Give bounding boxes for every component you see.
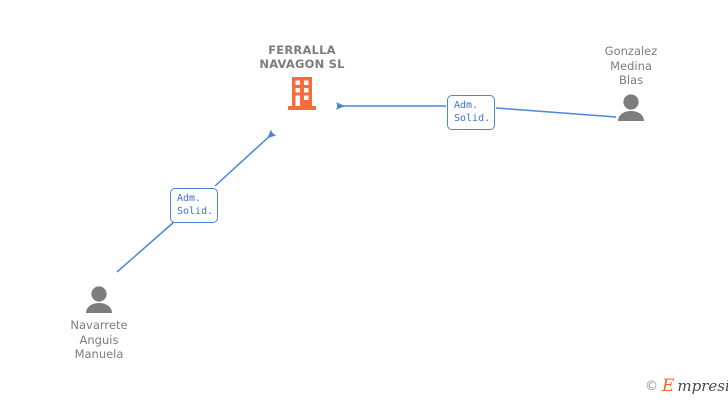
copyright-symbol: © [645,379,658,394]
building-icon[interactable] [288,77,316,110]
edge-navarrete-to-company-segment-lower [116,221,175,273]
company-node-ferralla-navagon-sl[interactable]: FERRALLA NAVAGON SL [236,43,368,110]
person-name-label: Gonzalez Medina Blas [604,44,658,87]
company-name-label: FERRALLA NAVAGON SL [259,43,345,71]
person-icon[interactable] [84,286,114,313]
edge-label-navarrete-to-company[interactable]: Adm. Solid. [170,188,218,223]
brand-initial: E [662,376,675,396]
person-icon[interactable] [616,93,646,121]
person-node-gonzalez-medina-blas[interactable]: Gonzalez Medina Blas [571,44,691,121]
watermark-empresia: © E mpresia [645,378,728,395]
person-node-navarrete-anguis-manuela[interactable]: Navarrete Anguis Manuela [39,286,159,362]
edge-navarrete-to-company-segment-upper [214,129,277,187]
brand-name: mpresia [677,377,728,395]
edge-label-gonzalez-to-company[interactable]: Adm. Solid. [447,95,495,130]
person-name-label: Navarrete Anguis Manuela [70,318,128,361]
